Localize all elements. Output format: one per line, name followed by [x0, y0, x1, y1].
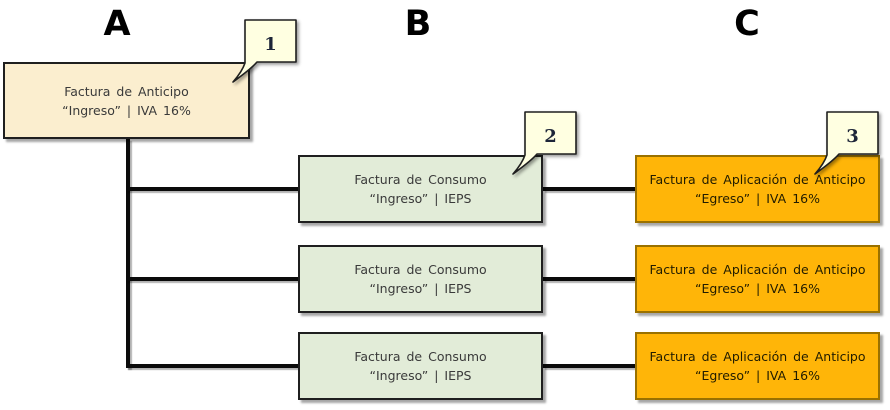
callout-number: 2 [544, 125, 557, 147]
box-title: Factura de Aplicación de Anticipo [649, 172, 866, 187]
box-factura-consumo-3: Factura de Consumo “Ingreso” | IEPS [298, 332, 543, 400]
box-factura-anticipo: Factura de Anticipo “Ingreso” | IVA 16% [3, 62, 250, 139]
connector-trunk [126, 139, 130, 368]
connector-branch-row1 [126, 187, 298, 191]
connector-b-to-c-row3 [543, 364, 635, 368]
connector-branch-row2 [126, 277, 298, 281]
box-title: Factura de Consumo [354, 172, 487, 187]
connector-b-to-c-row2 [543, 277, 635, 281]
box-subtitle: “Egreso” | IVA 16% [695, 368, 820, 383]
box-title: Factura de Consumo [354, 349, 487, 364]
callout-note-1: 1 [229, 19, 309, 91]
box-title: Factura de Aplicación de Anticipo [649, 262, 866, 277]
speech-bubble-icon [232, 19, 297, 83]
speech-bubble-icon [814, 111, 879, 175]
box-factura-consumo-2: Factura de Consumo “Ingreso” | IEPS [298, 245, 543, 313]
box-subtitle: “Ingreso” | IEPS [369, 191, 472, 206]
box-subtitle: “Ingreso” | IEPS [369, 281, 472, 296]
callout-number: 3 [846, 125, 859, 147]
connector-b-to-c-row1 [543, 187, 635, 191]
box-title: Factura de Anticipo [64, 83, 189, 99]
box-factura-aplicacion-anticipo-1: Factura de Aplicación de Anticipo “Egres… [635, 155, 880, 223]
box-subtitle: “Egreso” | IVA 16% [695, 191, 820, 206]
callout-note-2: 2 [509, 111, 589, 183]
callout-number: 1 [264, 33, 277, 55]
speech-bubble-icon [512, 111, 577, 175]
box-subtitle: “Egreso” | IVA 16% [695, 281, 820, 296]
connector-branch-row3 [126, 364, 298, 368]
box-title: Factura de Aplicación de Anticipo [649, 349, 866, 364]
box-subtitle: “Ingreso” | IEPS [369, 368, 472, 383]
column-header-c: C [734, 4, 760, 44]
column-header-b: B [404, 4, 432, 44]
callout-note-3: 3 [811, 111, 890, 183]
column-header-a: A [103, 4, 131, 44]
box-factura-consumo-1: Factura de Consumo “Ingreso” | IEPS [298, 155, 543, 223]
box-subtitle: “Ingreso” | IVA 16% [62, 102, 191, 118]
box-title: Factura de Consumo [354, 262, 487, 277]
box-factura-aplicacion-anticipo-3: Factura de Aplicación de Anticipo “Egres… [635, 332, 880, 400]
box-factura-aplicacion-anticipo-2: Factura de Aplicación de Anticipo “Egres… [635, 245, 880, 313]
